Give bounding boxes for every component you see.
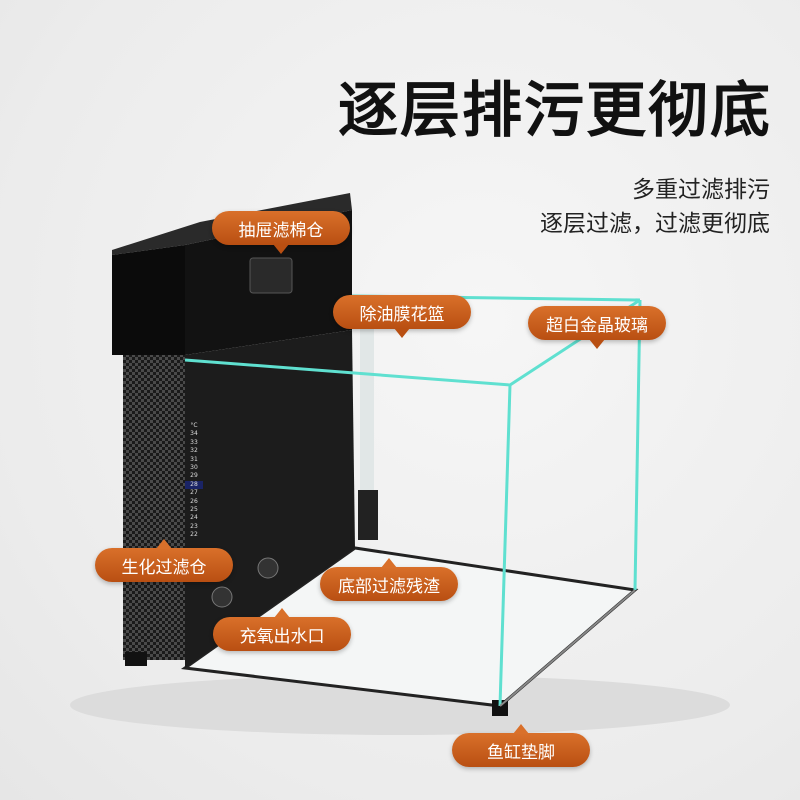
thermo-value: 34 (190, 430, 198, 438)
thermo-value: 26 (190, 497, 198, 505)
subtitle-2: 逐层过滤，过滤更彻底 (540, 211, 770, 237)
outlet-1 (257, 557, 279, 579)
rear-panel (185, 330, 355, 668)
thermo-value: 25 (190, 505, 198, 513)
carbon-panel (123, 355, 185, 660)
pipe-fitting (358, 490, 378, 540)
page-title: 逐层排污更彻底 (338, 76, 772, 146)
callout-oil-film-basket: 除油膜花篮 (333, 295, 471, 338)
callout-bio-filter: 生化过滤仓 (95, 539, 233, 582)
callout-ultra-white-glass: 超白金晶玻璃 (528, 306, 666, 349)
callout-bottom-filter: 底部过滤残渣 (320, 558, 458, 601)
thermo-value: 33 (190, 438, 198, 446)
foot-left (125, 652, 147, 666)
outlet-2 (211, 586, 233, 608)
thermometer-strip: °C 34 33 32 31 30 29 28 27 26 25 24 23 2… (185, 422, 203, 539)
thermo-value: 31 (190, 455, 198, 463)
drawer-handle (249, 257, 293, 294)
shadow (70, 675, 730, 735)
callout-drawer-sponge: 抽屉滤棉仓 (212, 211, 350, 254)
callout-tank-feet: 鱼缸垫脚 (452, 724, 590, 767)
subtitle-1: 多重过滤排污 (632, 177, 770, 203)
glass-bottom-edge (499, 589, 636, 707)
thermometer-unit: °C (190, 422, 198, 429)
thermo-value: 22 (190, 531, 198, 539)
thermo-value: 29 (190, 472, 198, 480)
thermo-value: 30 (190, 463, 198, 471)
thermo-value: 27 (190, 489, 198, 497)
thermo-value: 23 (190, 522, 198, 530)
thermo-value: 32 (190, 447, 198, 455)
overflow-pipe (360, 310, 374, 530)
thermo-value: 24 (190, 514, 198, 522)
callout-oxygen-outlet: 充氧出水口 (213, 608, 351, 651)
foot-front (492, 700, 508, 716)
thermo-value: 28 (185, 480, 203, 490)
